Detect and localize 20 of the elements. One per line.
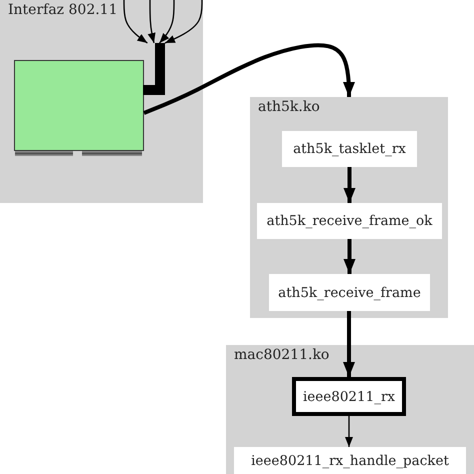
arrow [148, 0, 156, 44]
arrow [143, 43, 355, 115]
arrow [344, 167, 356, 203]
arrow [343, 311, 355, 377]
module-label: mac80211.ko [234, 347, 330, 363]
module-label: Interfaz 802.11 [8, 2, 118, 18]
module-label: ath5k.ko [258, 99, 320, 115]
module-panel [226, 345, 474, 474]
function-box: ieee80211_rx_handle_packet [234, 447, 466, 474]
arrow [344, 239, 356, 274]
function-box: ath5k_receive_frame [269, 274, 430, 311]
module-panel [0, 0, 203, 203]
arrow [123, 0, 148, 44]
function-box: ath5k_tasklet_rx [282, 131, 417, 167]
function-box: ieee80211_rx [292, 377, 406, 416]
arrow [345, 416, 353, 447]
module-panel [250, 97, 448, 318]
arrow [159, 0, 175, 44]
arrow [164, 0, 203, 44]
function-box: ath5k_receive_frame_ok [257, 203, 442, 239]
